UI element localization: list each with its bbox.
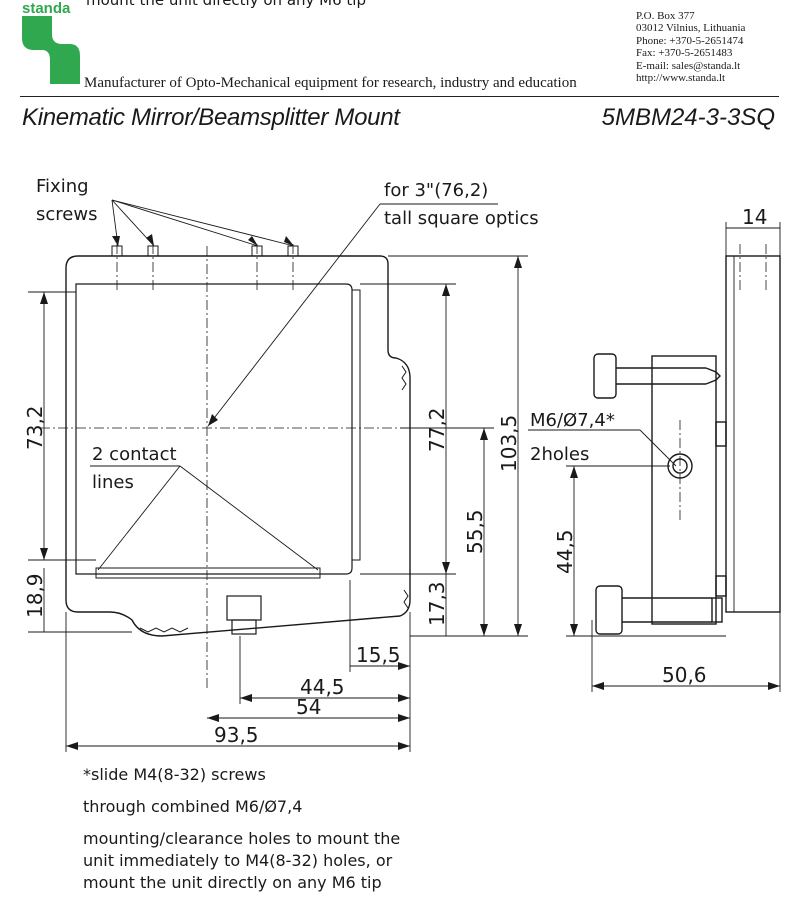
- callout-contact-line1: 2 contact: [92, 444, 177, 465]
- standa-logo-word: standa: [22, 0, 71, 17]
- optics-window: [75, 283, 353, 575]
- contact-block: P.O. Box 377 03012 Vilnius, Lithuania Ph…: [636, 10, 745, 84]
- header-divider: [20, 96, 779, 97]
- footnotes: *slide M4(8-32) screws through combined …: [83, 764, 400, 894]
- standa-logo-icon: [22, 16, 80, 84]
- contact-line: 03012 Vilnius, Lithuania: [636, 22, 746, 35]
- dim-50-6: 50,6: [662, 663, 707, 687]
- dim-18-9: 18,9: [23, 573, 47, 618]
- dim-15-5: 15,5: [356, 643, 401, 667]
- callout-holes-line1: M6/Ø7,4*: [530, 410, 615, 431]
- note-line: mounting/clearance holes to mount the: [83, 829, 401, 848]
- callout-optics-line1: for 3"(76,2): [384, 180, 488, 201]
- callout-optics-line2: tall square optics: [384, 208, 539, 229]
- dim-14: 14: [742, 205, 767, 229]
- dim-77-2: 77,2: [425, 407, 449, 452]
- note-line: *slide M4(8-32) screws: [83, 765, 266, 784]
- dim-44-5-horizontal: 44,5: [300, 675, 345, 699]
- callout-fixing-line1: Fixing: [36, 176, 89, 197]
- dim-73-2: 73,2: [23, 405, 47, 450]
- callout-fixing-line2: screws: [36, 204, 97, 225]
- note-line: mount the unit directly on any M6 tip: [83, 873, 382, 892]
- contact-line: P.O. Box 377: [636, 10, 695, 22]
- company-tagline: Manufacturer of Opto-Mechanical equipmen…: [84, 75, 577, 91]
- contact-line: Phone: +370-5-2651474: [636, 34, 744, 47]
- dim-93-5: 93,5: [214, 723, 259, 747]
- product-title: Kinematic Mirror/Beamsplitter Mount: [22, 104, 400, 131]
- dim-17-3: 17,3: [425, 581, 449, 626]
- contact-line: http://www.standa.lt: [636, 72, 726, 85]
- note-line: unit immediately to M4(8-32) holes, or: [83, 851, 393, 870]
- contact-line: E-mail: sales@standa.lt: [636, 59, 741, 72]
- clipped-top-text: mount the unit directly on any M6 tip: [86, 0, 366, 9]
- callout-contact-line2: lines: [92, 472, 134, 493]
- dim-55-5: 55,5: [463, 509, 487, 554]
- callout-holes-line2: 2holes: [530, 444, 589, 465]
- dim-103-5: 103,5: [497, 415, 521, 472]
- product-model: 5MBM24-3-3SQ: [601, 104, 775, 131]
- dim-44-5-vertical: 44,5: [553, 529, 577, 574]
- contact-line: Fax: +370-5-2651483: [636, 47, 733, 60]
- side-view: [593, 255, 781, 635]
- note-line: through combined M6/Ø7,4: [83, 797, 303, 816]
- front-view-body: [65, 255, 411, 637]
- dim-54: 54: [296, 695, 321, 719]
